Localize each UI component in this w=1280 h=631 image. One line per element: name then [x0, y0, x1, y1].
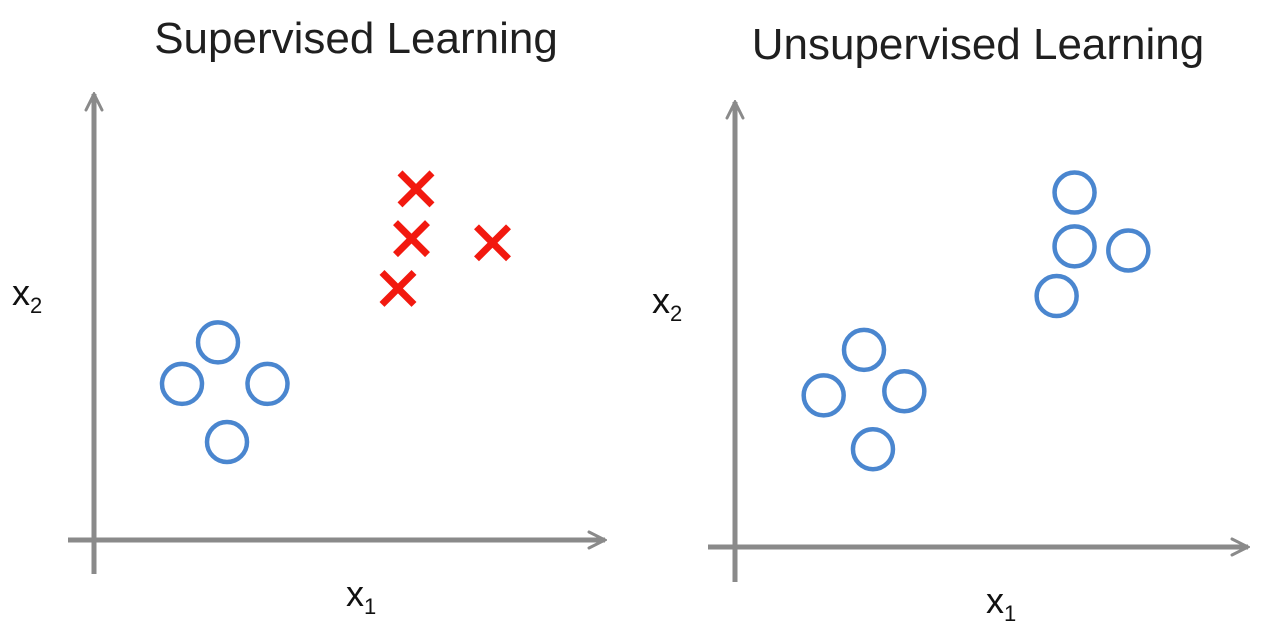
- unsupervised-circle-point: [1034, 273, 1079, 319]
- unsupervised-panel: Unsupervised Learning x1 x2: [652, 20, 1248, 626]
- supervised-points: [159, 170, 511, 465]
- supervised-circle-point: [204, 419, 250, 465]
- supervised-cross-point: [474, 224, 511, 262]
- supervised-panel: Supervised Learning x1 x2: [12, 14, 605, 619]
- supervised-cross-point: [393, 220, 430, 258]
- x-axis-label-supervised: x1: [346, 573, 376, 619]
- y-axis-label-supervised: x2: [12, 272, 42, 318]
- supervised-cross-point: [397, 170, 435, 208]
- supervised-title: Supervised Learning: [154, 14, 558, 63]
- unsupervised-circle-point: [1052, 170, 1097, 215]
- unsupervised-circle-point: [1052, 224, 1097, 269]
- unsupervised-circle-point: [882, 368, 927, 414]
- unsupervised-circle-point: [801, 373, 846, 418]
- unsupervised-circle-point: [850, 426, 896, 472]
- unsupervised-circle-point: [841, 327, 887, 373]
- supervised-circle-point: [159, 361, 205, 407]
- x-axis-label-unsupervised: x1: [986, 580, 1016, 626]
- supervised-cross-point: [379, 269, 417, 307]
- supervised-circle-point: [245, 361, 290, 407]
- supervised-circle-point: [195, 320, 241, 365]
- unsupervised-title: Unsupervised Learning: [752, 20, 1205, 69]
- unsupervised-circle-point: [1106, 228, 1151, 273]
- unsupervised-points: [801, 170, 1151, 472]
- y-axis-label-unsupervised: x2: [652, 280, 682, 326]
